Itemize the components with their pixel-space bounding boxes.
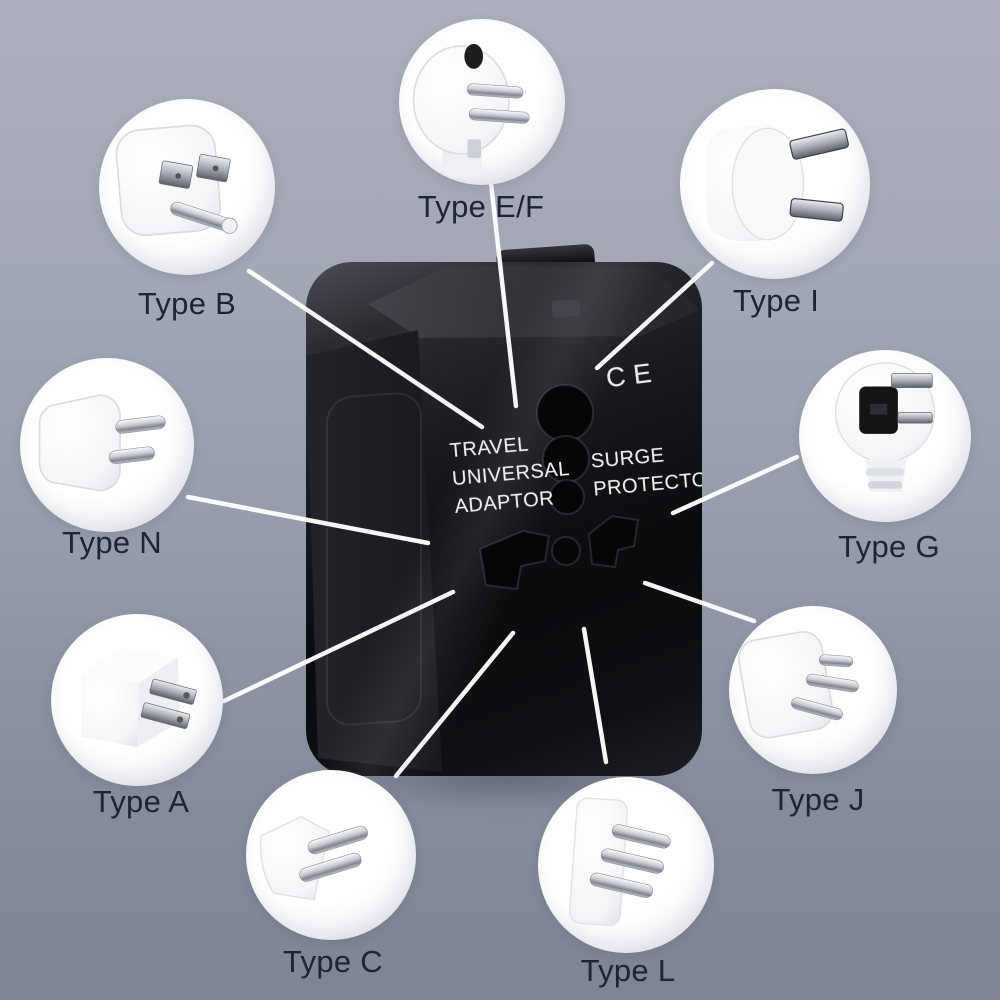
plug-callout-type-c <box>246 770 416 940</box>
plug-callout-type-a <box>51 614 223 786</box>
adapter-face-text: TRAVEL UNIVERSAL ADAPTOR <box>449 427 574 521</box>
plug-callout-type-n <box>20 358 194 532</box>
type-g-plug-icon <box>834 362 936 492</box>
type-a-label: Type A <box>92 784 190 819</box>
adapter-surge-text: SURGE PROTECTOR <box>590 436 702 503</box>
type-i-label: Type I <box>732 283 820 318</box>
universal-socket-icon <box>478 384 640 591</box>
plug-callout-type-l <box>538 777 714 953</box>
type-j-plug-icon <box>737 631 859 739</box>
ce-mark: CE <box>604 356 662 394</box>
type-c-label: Type C <box>282 944 384 979</box>
type-ef-plug-icon <box>412 43 530 177</box>
type-a-plug-icon <box>81 648 197 748</box>
type-b-label: Type B <box>137 286 237 321</box>
travel-adapter-body: TRAVEL UNIVERSAL ADAPTOR SURGE PROTECTOR… <box>306 262 702 776</box>
type-b-plug-icon <box>115 124 238 237</box>
plug-callout-type-i <box>680 89 870 279</box>
type-n-label: Type N <box>61 525 163 560</box>
plug-callout-type-ef <box>399 19 565 185</box>
type-n-plug-icon <box>38 394 166 492</box>
type-j-label: Type J <box>771 782 865 817</box>
type-l-plug-icon <box>568 797 671 926</box>
type-g-label: Type G <box>838 529 940 564</box>
type-ef-label: Type E/F <box>417 189 545 224</box>
type-c-plug-icon <box>259 816 368 901</box>
plug-callout-type-b <box>99 99 275 275</box>
plug-callout-type-j <box>729 606 897 774</box>
plug-callout-type-g <box>799 350 971 522</box>
type-i-plug-icon <box>705 127 849 241</box>
type-l-label: Type L <box>580 953 676 988</box>
